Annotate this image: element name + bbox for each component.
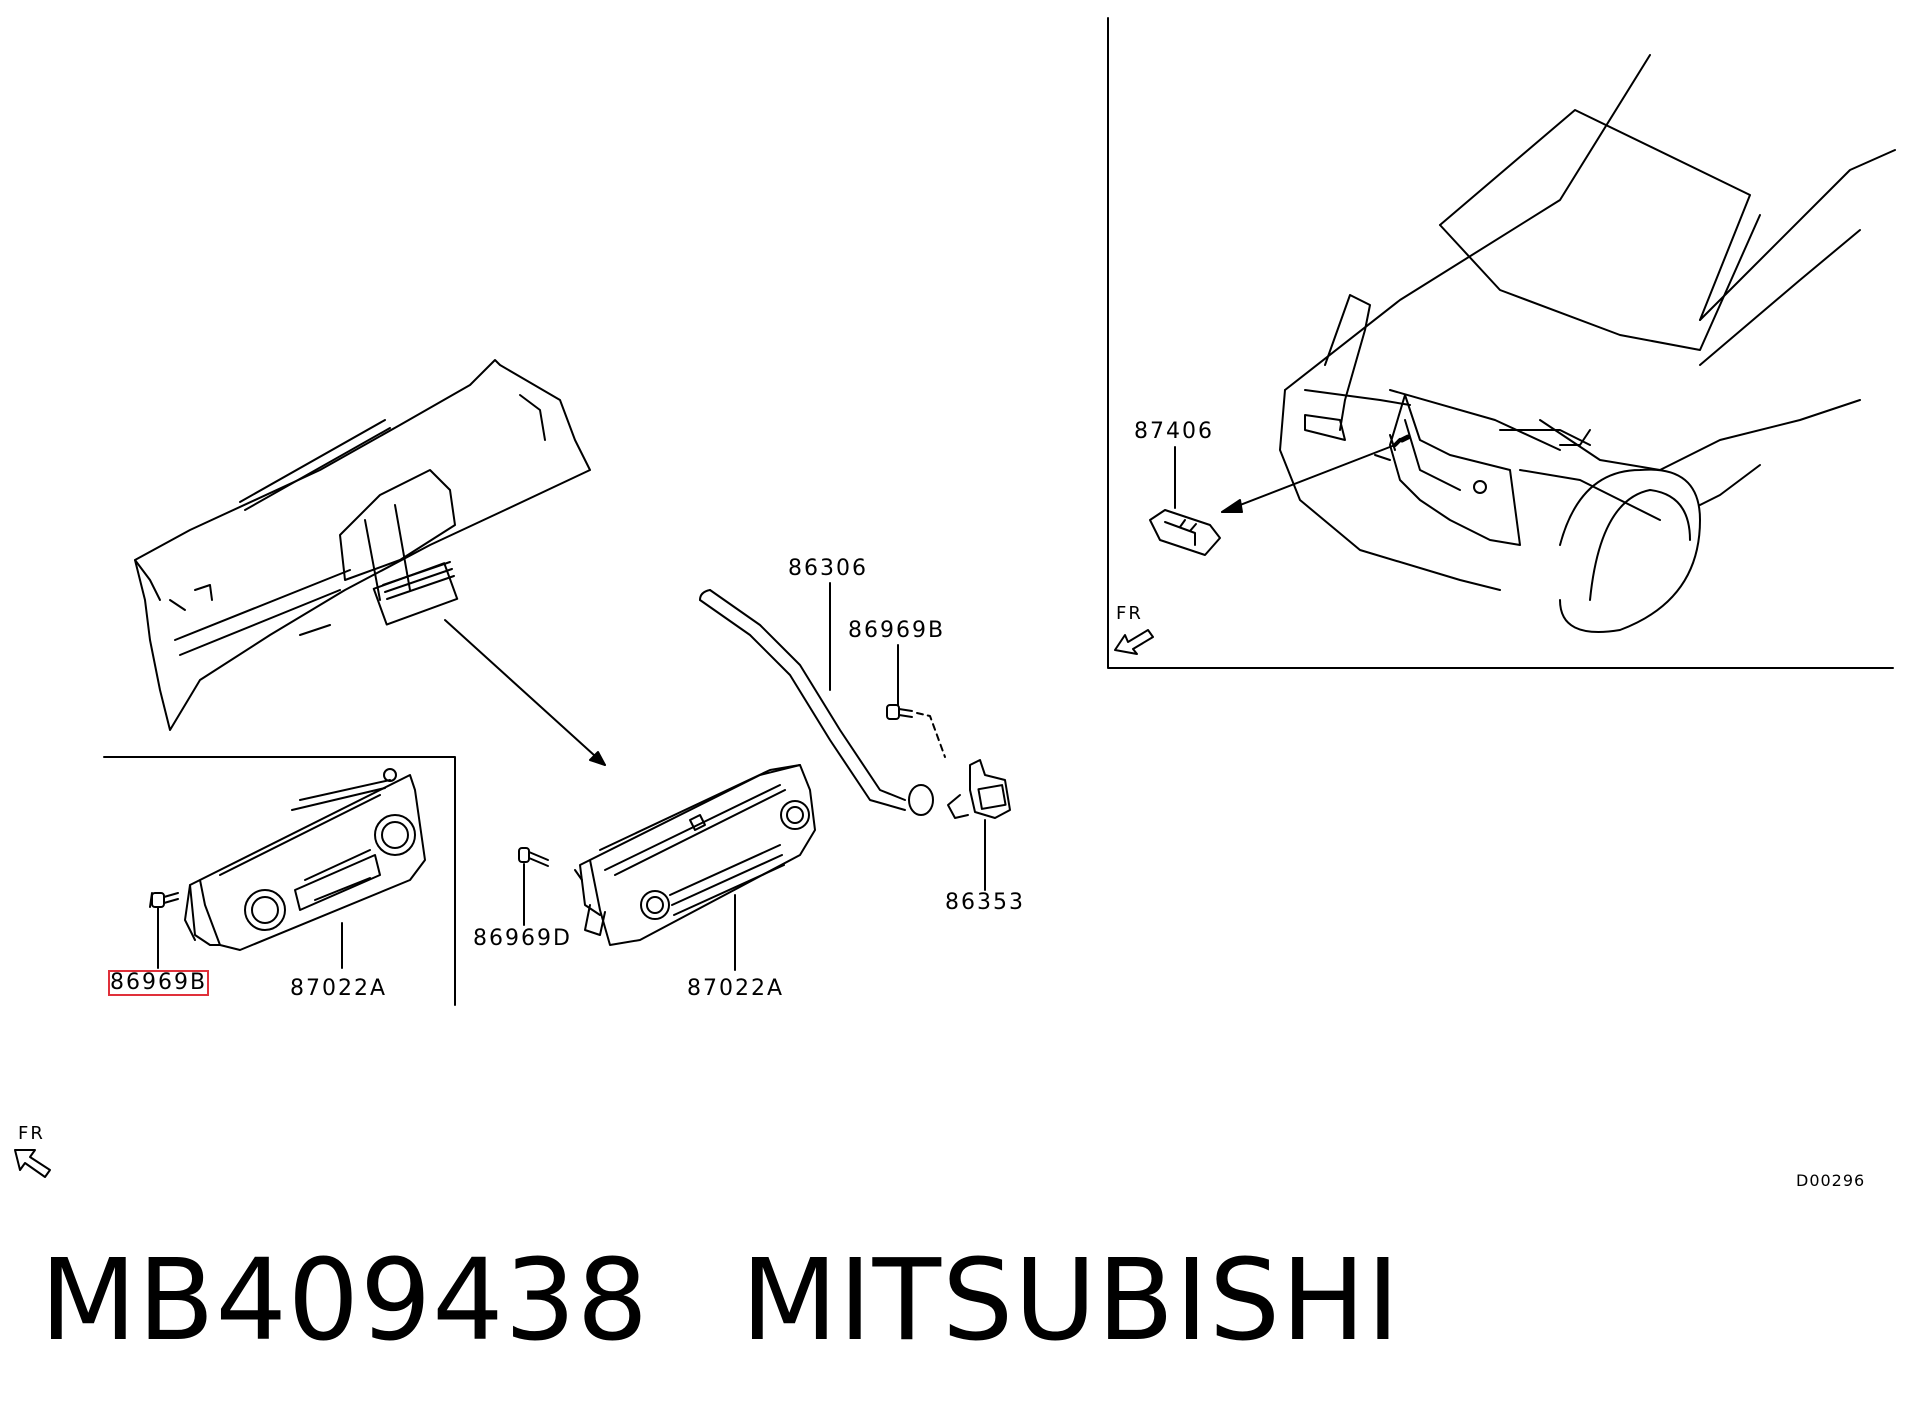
fr-arrow-icon-inset bbox=[1114, 629, 1154, 655]
inset-climate-panel bbox=[184, 768, 426, 951]
brand-name: MITSUBISHI bbox=[741, 1236, 1401, 1366]
vehicle-inset-frame bbox=[1107, 17, 1894, 669]
dashboard-illustration bbox=[134, 359, 591, 731]
ambient-sensor-arrow bbox=[1221, 444, 1396, 513]
fr-arrow-icon-main bbox=[14, 1149, 51, 1178]
main-screw bbox=[518, 847, 549, 867]
assembly-arrow bbox=[444, 619, 606, 766]
fr-direction-label-main: FR bbox=[18, 1123, 45, 1144]
part-label-inset-panel[interactable]: 87022A bbox=[290, 976, 388, 1001]
part-label-in-car-sensor[interactable]: 86353 bbox=[945, 890, 1025, 915]
part-label-hose[interactable]: 86306 bbox=[788, 556, 868, 581]
fr-direction-label-inset: FR bbox=[1116, 603, 1143, 624]
part-label-sensor-screw[interactable]: 86969B bbox=[848, 618, 946, 643]
inset-frame bbox=[103, 756, 456, 1006]
part-label-main-screw[interactable]: 86969D bbox=[473, 926, 572, 951]
sensor-screw bbox=[886, 704, 946, 758]
inset-screw bbox=[149, 892, 179, 908]
part-label-inset-screw[interactable]: 86969B bbox=[107, 970, 210, 996]
vehicle-illustration bbox=[1279, 54, 1896, 633]
diagram-code: D00296 bbox=[1796, 1171, 1866, 1190]
part-number: MB409438 bbox=[40, 1236, 650, 1366]
main-climate-module bbox=[574, 764, 816, 946]
part-label-main-panel[interactable]: 87022A bbox=[687, 976, 785, 1001]
ambient-sensor bbox=[1149, 509, 1221, 556]
part-label-ambient-sensor[interactable]: 87406 bbox=[1134, 419, 1214, 444]
aspirator-hose bbox=[699, 589, 934, 816]
in-car-sensor bbox=[947, 759, 1011, 819]
